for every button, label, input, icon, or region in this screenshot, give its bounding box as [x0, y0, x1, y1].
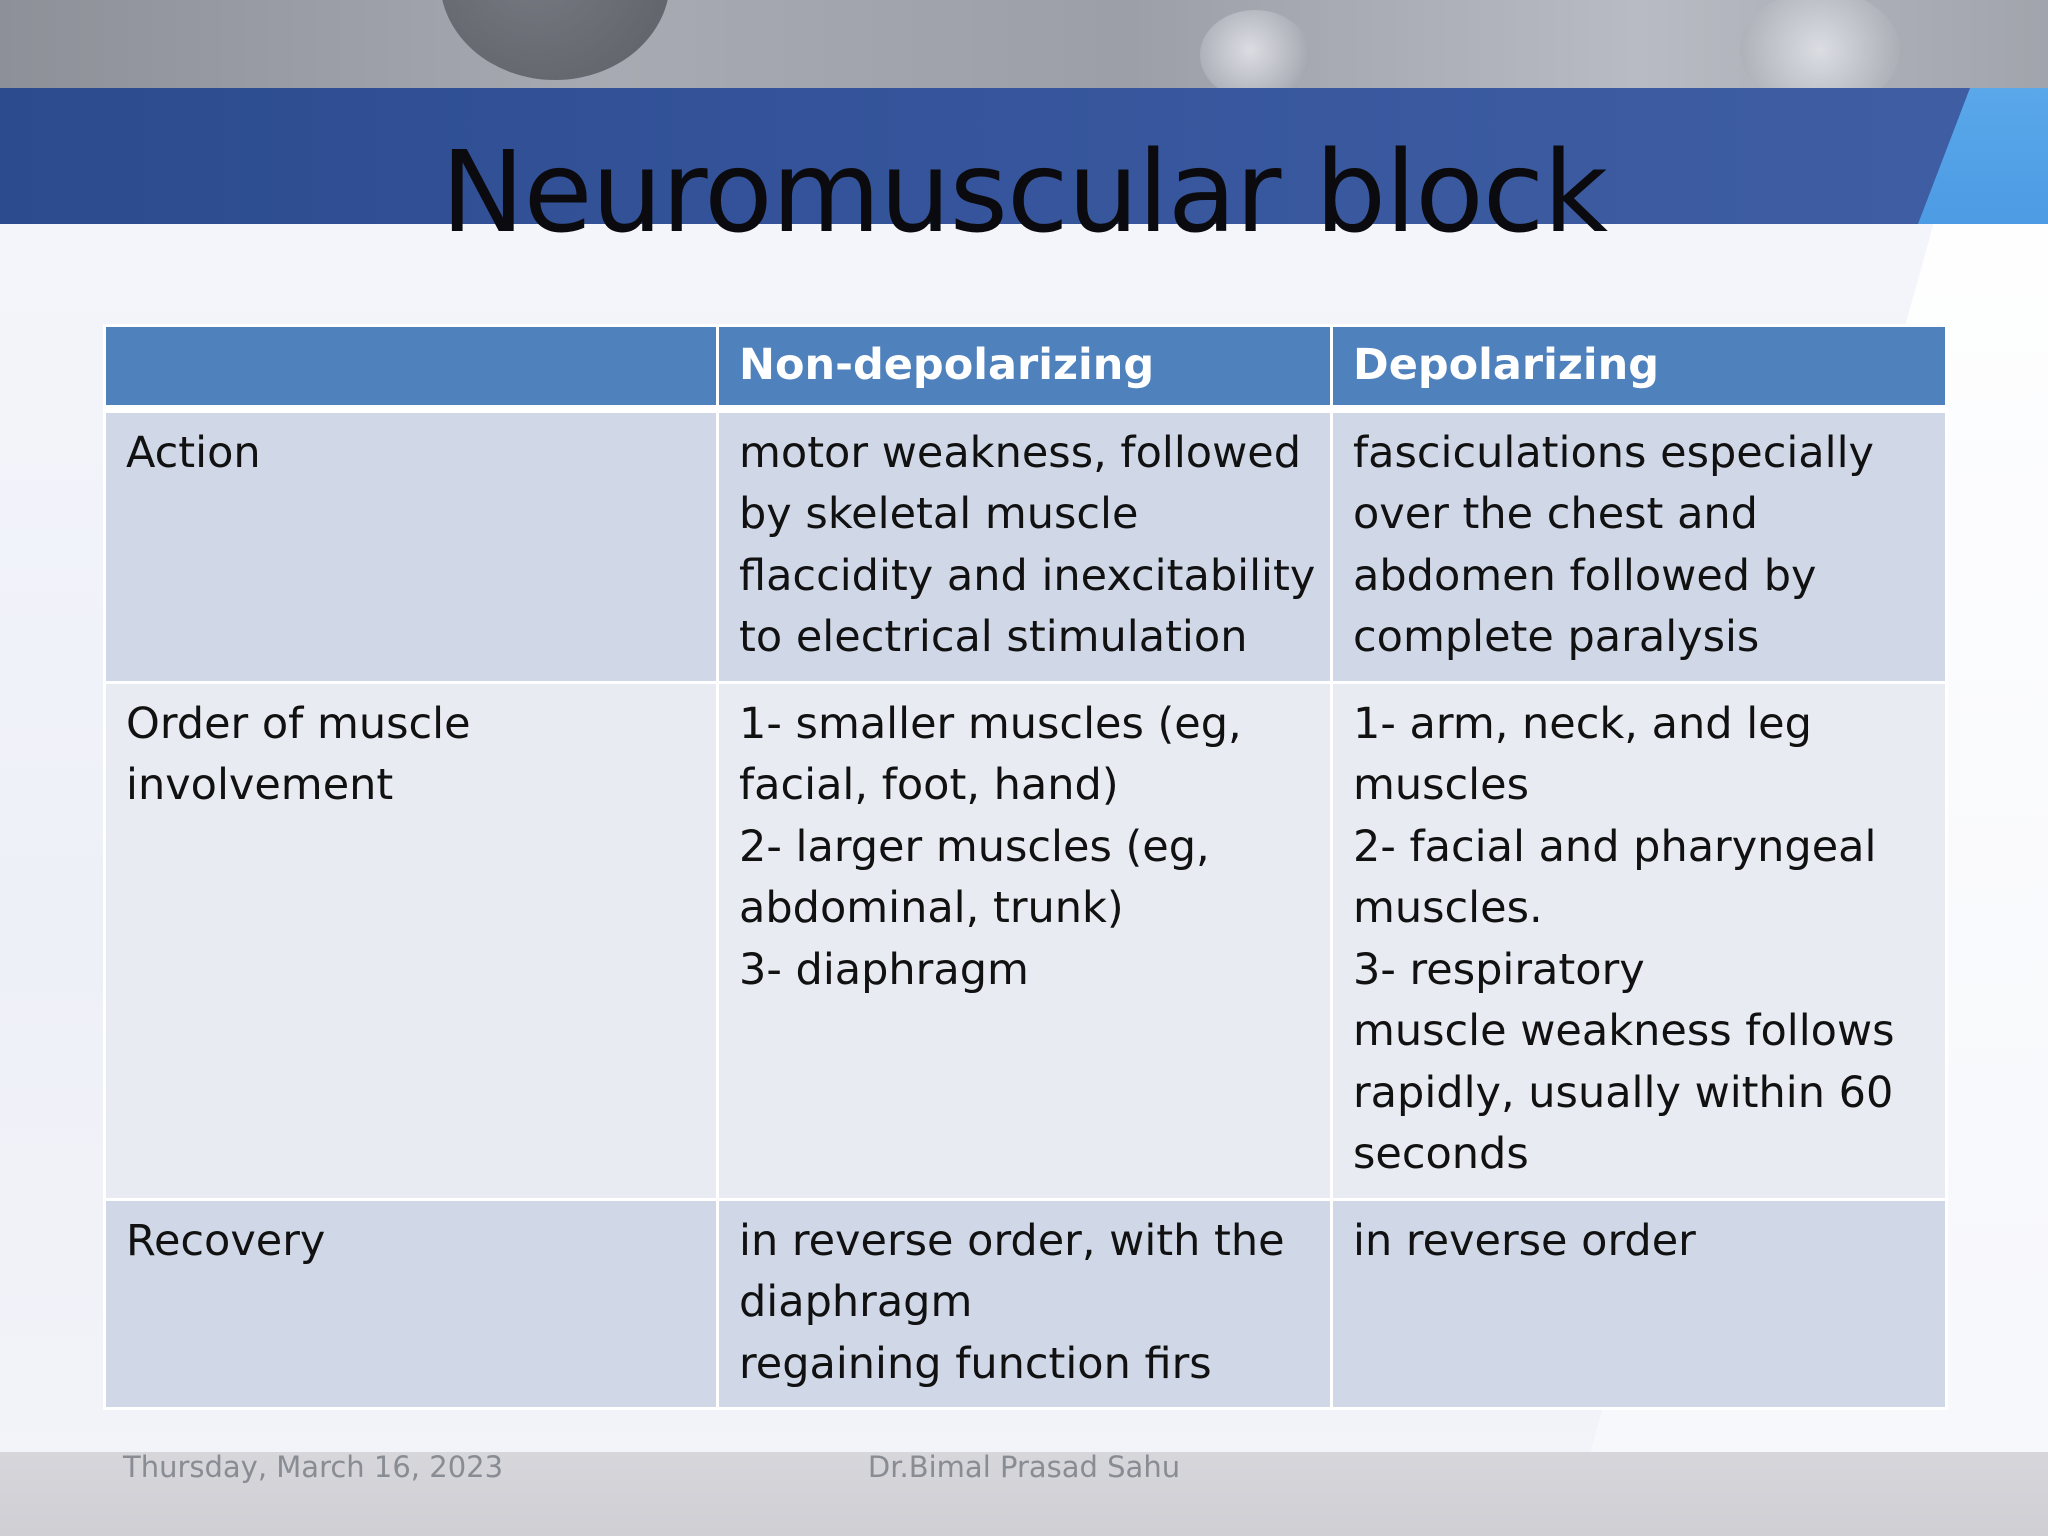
cell-line: involvement — [126, 760, 394, 810]
cell-line: over the chest and — [1353, 489, 1758, 539]
cell-line: flaccidity and inexcitability — [739, 550, 1316, 601]
row-label-action: Action — [103, 407, 719, 684]
cell-action-non-depolarizing: motor weakness, followed by skeletal mus… — [716, 407, 1333, 684]
footer-bar — [0, 1452, 2048, 1536]
comparison-table: Non-depolarizing Depolarizing Action mot… — [103, 324, 1948, 1410]
cell-line: 1- arm, neck, and leg — [1353, 698, 1812, 749]
cell-order-non-depolarizing: 1- smaller muscles (eg, facial, foot, ha… — [716, 680, 1333, 1201]
cell-line: motor weakness, followed — [739, 427, 1302, 478]
header-cell-empty — [103, 324, 719, 413]
cell-line: abdomen followed by — [1353, 550, 1817, 601]
table-row-action: Action motor weakness, followed by skele… — [103, 407, 1948, 684]
slide-title: Neuromuscular block — [440, 128, 1608, 258]
cell-line: abdominal, trunk) — [739, 883, 1124, 933]
table-row-order-of-involvement: Order of muscle involvement 1- smaller m… — [103, 680, 1948, 1201]
cell-line: muscles — [1353, 760, 1529, 810]
cell-line: in reverse order — [1353, 1215, 1696, 1266]
row-label-order-of-involvement: Order of muscle involvement — [103, 680, 719, 1201]
cell-line: Recovery — [126, 1215, 326, 1266]
cell-line: 3- diaphragm — [739, 944, 1029, 995]
cell-line: 1- smaller muscles (eg, — [739, 698, 1242, 749]
cell-line: in reverse order, with the — [739, 1215, 1285, 1266]
header-cell-depolarizing: Depolarizing — [1330, 324, 1948, 413]
cell-line: rapidly, usually within 60 — [1353, 1067, 1894, 1118]
cell-order-depolarizing: 1- arm, neck, and leg muscles 2- facial … — [1330, 680, 1948, 1201]
cell-line: 2- facial and pharyngeal — [1353, 821, 1877, 872]
footer-date: Thursday, March 16, 2023 — [123, 1450, 504, 1484]
cell-line: Action — [126, 427, 261, 478]
header-photo-strip — [0, 0, 2048, 90]
cell-line: regaining function firs — [739, 1338, 1212, 1389]
cell-line: fasciculations especially — [1353, 427, 1874, 478]
cell-line: 3- respiratory — [1353, 944, 1645, 995]
row-label-recovery: Recovery — [103, 1197, 719, 1410]
cell-line: facial, foot, hand) — [739, 760, 1119, 810]
header-cell-non-depolarizing: Non-depolarizing — [716, 324, 1333, 413]
cell-line: by skeletal muscle — [739, 489, 1139, 539]
cell-recovery-depolarizing: in reverse order — [1330, 1197, 1948, 1410]
footer-author: Dr.Bimal Prasad Sahu — [867, 1450, 1181, 1484]
cell-line: Order of muscle — [126, 698, 471, 749]
cell-line: seconds — [1353, 1129, 1529, 1179]
title-band — [0, 88, 2048, 224]
cell-recovery-non-depolarizing: in reverse order, with the diaphragm reg… — [716, 1197, 1333, 1410]
comparison-table-container: Non-depolarizing Depolarizing Action mot… — [103, 324, 1948, 1410]
cell-line: diaphragm — [739, 1277, 973, 1327]
cell-line: muscles. — [1353, 883, 1543, 933]
cell-line: to electrical stimulation — [739, 612, 1248, 662]
cell-line: complete paralysis — [1353, 612, 1760, 662]
decorative-shape — [1200, 10, 1310, 100]
cell-action-depolarizing: fasciculations especially over the chest… — [1330, 407, 1948, 684]
cell-line: muscle weakness follows — [1353, 1006, 1895, 1056]
table-row-recovery: Recovery in reverse order, with the diap… — [103, 1197, 1948, 1410]
table-header-row: Non-depolarizing Depolarizing — [103, 324, 1948, 413]
cell-line: 2- larger muscles (eg, — [739, 821, 1210, 872]
